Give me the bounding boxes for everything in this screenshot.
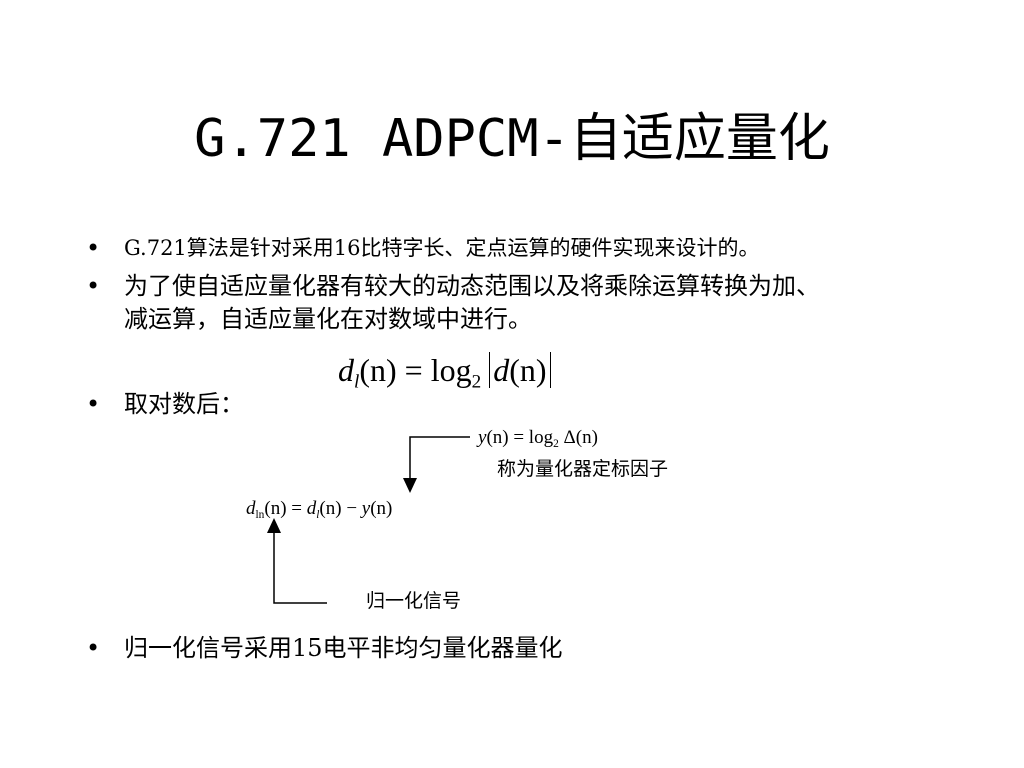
bullet-text-line-2: 减运算，自适应量化在对数域中进行。 xyxy=(124,305,532,333)
normalized-signal-label: 归一化信号 xyxy=(366,590,462,612)
bullet-text: 取对数后： xyxy=(124,390,244,418)
bullet-text-line-1: 为了使自适应量化器有较大的动态范围以及将乘除运算转换为加、 xyxy=(124,272,820,300)
bullet-marker: • xyxy=(86,634,101,662)
bullet-marker: • xyxy=(86,234,101,262)
bullet-text: G.721算法是针对采用16比特字长、定点运算的硬件实现来设计的。 xyxy=(124,236,760,260)
bullet-marker: • xyxy=(86,272,101,300)
arrow-up-icon xyxy=(267,518,327,604)
bullet-marker: • xyxy=(86,390,101,418)
bullet-text: 归一化信号采用15电平非均匀量化器量化 xyxy=(124,634,563,662)
absolute-value: d(n) xyxy=(489,352,551,388)
bullet-text: 为了使自适应量化器有较大的动态范围以及将乘除运算转换为加、 减运算，自适应量化在… xyxy=(124,270,974,336)
formula-normalized: dln(n) = dl(n) − y(n) xyxy=(246,498,393,521)
formula-scale-factor: y(n) = log2 Δ(n) xyxy=(478,427,598,450)
scale-factor-label: 称为量化器定标因子 xyxy=(497,458,669,480)
slide-title: G.721 ADPCM-自适应量化 xyxy=(194,109,830,169)
formula-log-magnitude: dl(n) = log2 d(n) xyxy=(338,350,551,403)
arrow-down-icon xyxy=(403,436,470,493)
